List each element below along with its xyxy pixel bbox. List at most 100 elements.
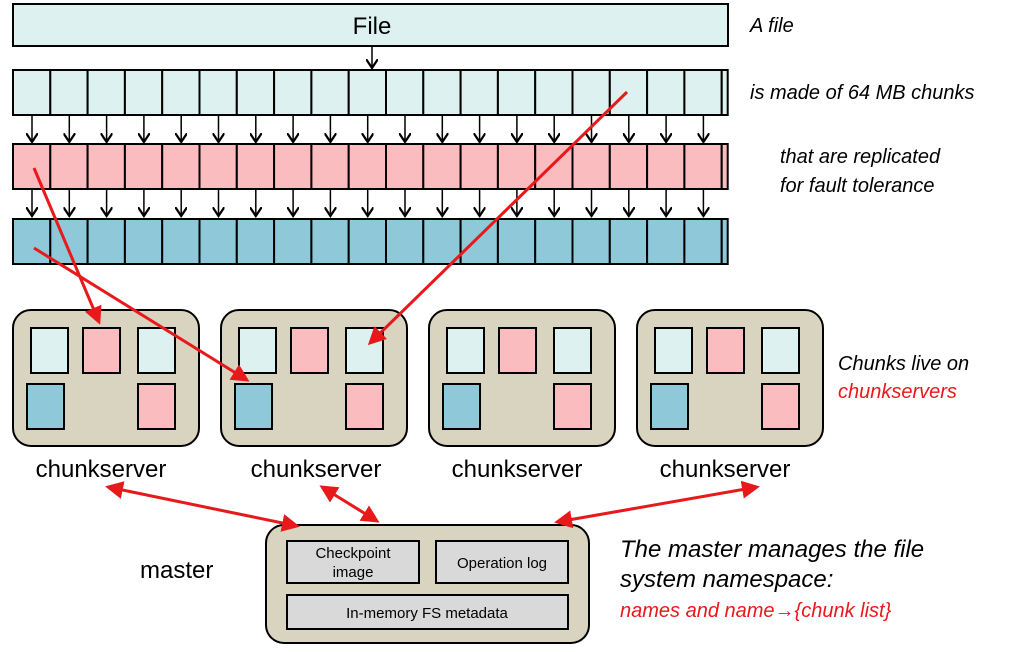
operation-log-label: Operation log xyxy=(457,555,547,572)
chunk-original xyxy=(310,69,350,116)
file-label: File xyxy=(353,13,392,40)
stored-chunk xyxy=(26,383,65,430)
stored-chunk xyxy=(290,327,329,374)
chunk-replica-2 xyxy=(385,218,425,265)
chunk-replica-1 xyxy=(422,143,462,190)
chunk-original xyxy=(720,69,729,116)
replica-arrow-pink xyxy=(32,167,102,325)
metadata-box xyxy=(286,594,569,630)
chunk-replica-1 xyxy=(347,143,388,190)
checkpoint-label-2: image xyxy=(333,564,374,581)
annotation-master-3: names and name→{chunk list} xyxy=(620,600,892,622)
stored-chunk xyxy=(553,383,592,430)
chunk-original xyxy=(49,69,89,116)
chunk-replica-1 xyxy=(496,143,537,190)
stored-chunk xyxy=(234,383,273,430)
stored-chunk xyxy=(706,327,745,374)
chunk-replica-1 xyxy=(310,143,350,190)
stored-chunk xyxy=(761,327,800,374)
annotation-master-1: The master manages the file xyxy=(620,536,924,563)
chunkserver-label: chunkserver xyxy=(452,456,583,483)
annotation-chunkservers: chunkservers xyxy=(838,381,957,403)
chunk-replica-2 xyxy=(459,218,499,265)
replica-arrow-blue xyxy=(33,246,250,382)
annotation-a-file: A file xyxy=(749,15,794,37)
chunk-replica-2 xyxy=(347,218,388,265)
chunk-replica-1 xyxy=(683,143,723,190)
chunk-original xyxy=(12,69,52,116)
chunk-original xyxy=(86,69,126,116)
chunk-original xyxy=(161,69,201,116)
chunk-replica-2 xyxy=(683,218,723,265)
stored-chunk xyxy=(498,327,537,374)
master-link-2 xyxy=(319,485,380,523)
stored-chunk xyxy=(553,327,592,374)
chunk-replica-2 xyxy=(198,218,238,265)
stored-chunk xyxy=(446,327,485,374)
chunk-original xyxy=(235,69,276,116)
checkpoint-label-1: Checkpoint xyxy=(315,545,391,562)
chunk-replica-2 xyxy=(571,218,611,265)
chunk-replica-2 xyxy=(720,218,729,265)
chunk-original xyxy=(534,69,574,116)
stored-chunk xyxy=(345,327,384,374)
chunk-original xyxy=(496,69,537,116)
file-bar xyxy=(12,3,729,47)
chunk-original xyxy=(683,69,723,116)
stored-chunk xyxy=(137,383,176,430)
chunk-replica-2 xyxy=(496,218,537,265)
metadata-label: In-memory FS metadata xyxy=(346,605,508,622)
operation-log-box xyxy=(435,540,569,584)
chunk-replica-1 xyxy=(571,143,611,190)
checkpoint-image-box xyxy=(286,540,420,584)
chunk-original xyxy=(347,69,388,116)
chunk-replica-1 xyxy=(720,143,729,190)
chunk-replica-1 xyxy=(198,143,238,190)
chunk-replica-2 xyxy=(86,218,126,265)
chunk-original xyxy=(123,69,164,116)
chunk-replica-2 xyxy=(235,218,276,265)
chunk-replica-2 xyxy=(161,218,201,265)
annotation-replicated-2: for fault tolerance xyxy=(780,175,935,197)
chunk-original xyxy=(273,69,313,116)
chunk-replica-2 xyxy=(646,218,686,265)
chunk-replica-2 xyxy=(49,218,89,265)
chunk-replica-1 xyxy=(12,143,52,190)
chunk-replica-1 xyxy=(235,143,276,190)
chunk-replica-2 xyxy=(608,218,649,265)
chunk-replica-1 xyxy=(646,143,686,190)
chunkserver-label: chunkserver xyxy=(36,456,167,483)
chunk-replica-2 xyxy=(12,218,52,265)
chunk-replica-1 xyxy=(459,143,499,190)
stored-chunk xyxy=(82,327,121,374)
chunk-original xyxy=(459,69,499,116)
chunk-replica-2 xyxy=(310,218,350,265)
chunk-replica-1 xyxy=(123,143,164,190)
stored-chunk xyxy=(137,327,176,374)
chunk-arrow-light xyxy=(367,90,629,346)
chunk-replica-1 xyxy=(86,143,126,190)
stored-chunk xyxy=(442,383,481,430)
chunk-replica-1 xyxy=(49,143,89,190)
chunk-original xyxy=(198,69,238,116)
chunk-replica-2 xyxy=(123,218,164,265)
annotation-chunks: is made of 64 MB chunks xyxy=(750,82,975,104)
annotation-live-on: Chunks live on xyxy=(838,353,969,375)
chunk-original xyxy=(422,69,462,116)
chunk-original xyxy=(571,69,611,116)
chunk-replica-2 xyxy=(534,218,574,265)
stored-chunk xyxy=(650,383,689,430)
chunkserver-label: chunkserver xyxy=(660,456,791,483)
chunkserver-label: chunkserver xyxy=(251,456,382,483)
master-link-1 xyxy=(105,481,300,532)
stored-chunk xyxy=(345,383,384,430)
chunk-replica-2 xyxy=(273,218,313,265)
chunk-replica-1 xyxy=(385,143,425,190)
stored-chunk xyxy=(654,327,693,374)
master-label: master xyxy=(140,557,213,584)
chunk-original xyxy=(385,69,425,116)
stored-chunk xyxy=(238,327,277,374)
chunk-replica-1 xyxy=(273,143,313,190)
chunk-replica-1 xyxy=(161,143,201,190)
